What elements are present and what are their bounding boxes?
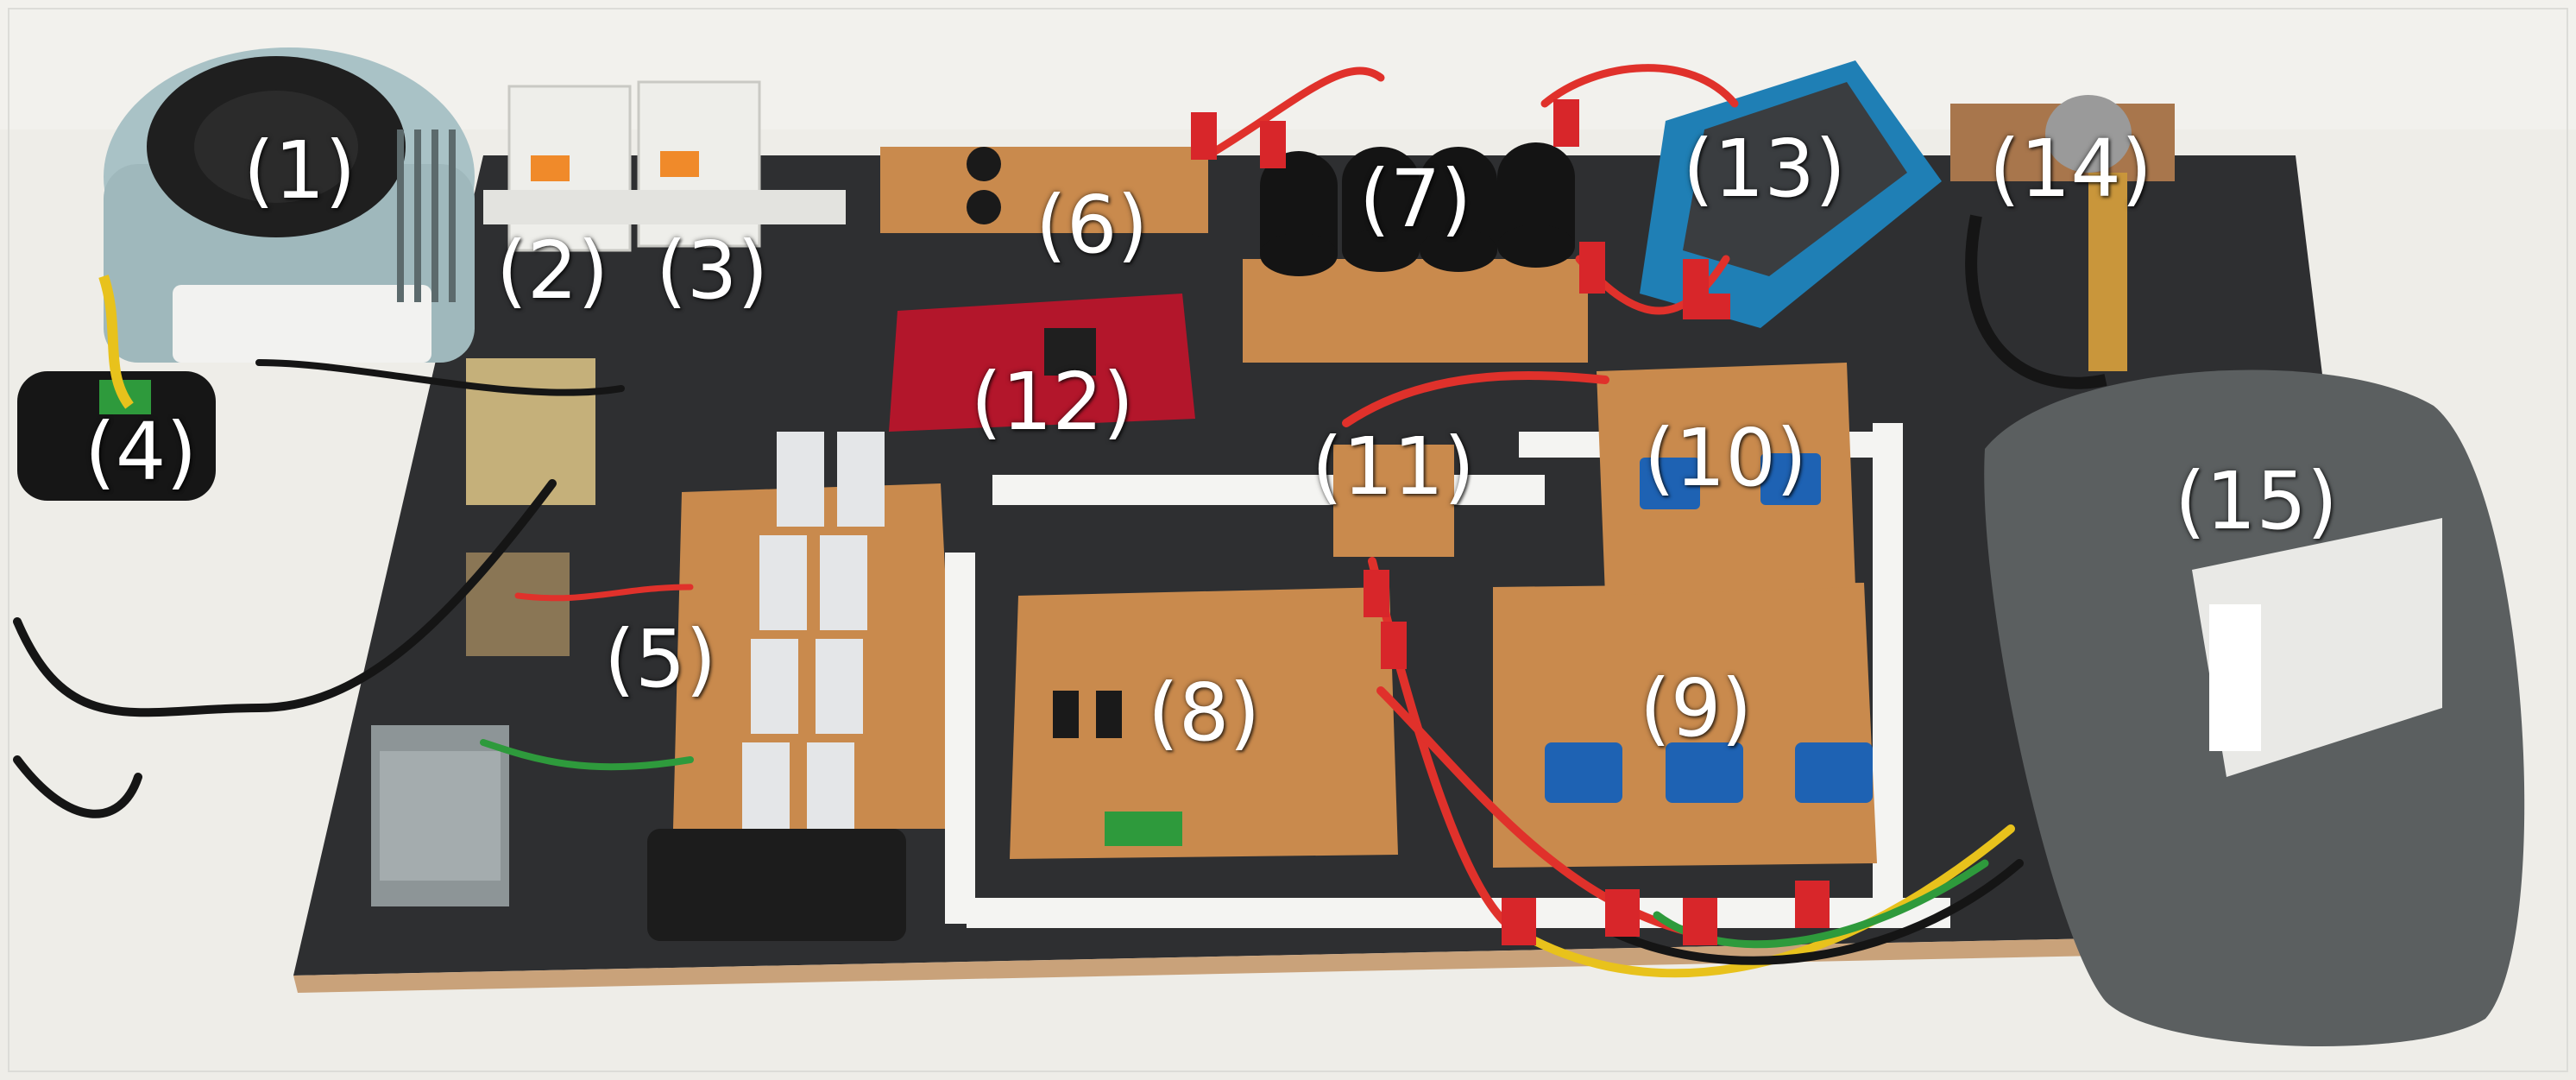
sensor-pcb [1493,583,1877,868]
callout-12: (12) [971,356,1134,448]
power-plugs [17,275,216,501]
callout-5: (5) [604,613,717,705]
callout-7: (7) [1359,153,1472,245]
autotransformer [104,47,475,363]
circuit-breakers [483,80,846,252]
callout-10: (10) [1644,412,1807,504]
connector-pcb [1333,445,1454,557]
callout-14: (14) [1989,123,2152,215]
control-pcb [1010,587,1398,859]
input-terminal-pcb [880,147,1208,233]
callout-6: (6) [1036,179,1149,271]
callout-11: (11) [1312,420,1475,513]
inverter-power-board [647,432,958,941]
control-transformers [371,358,595,906]
callout-1: (1) [243,124,356,217]
gate-driver-pcb [1597,363,1855,596]
callout-4: (4) [85,406,198,498]
callout-2: (2) [496,224,609,317]
callout-3: (3) [656,224,769,317]
callout-9: (9) [1640,662,1753,755]
multimeter [1640,60,1942,328]
speed-sensor-mount [1950,95,2175,389]
capacitor-bank [1243,142,1588,363]
microcontroller-launchpad [889,294,1195,432]
callout-13: (13) [1683,123,1846,215]
banana-plugs [1191,99,1830,945]
callout-8: (8) [1148,666,1261,759]
induction-motor [1984,369,2525,1047]
callout-15: (15) [2175,455,2338,547]
image-border [8,8,2568,1072]
